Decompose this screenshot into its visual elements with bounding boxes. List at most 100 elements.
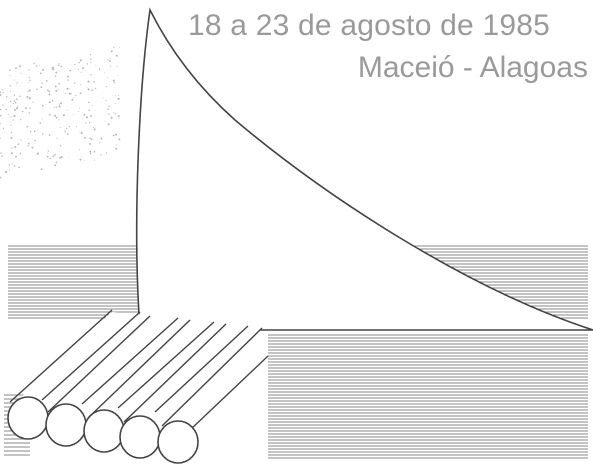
speckle [51,68,54,71]
speckle [47,152,49,154]
speckle [54,114,57,117]
speckle [34,139,36,142]
speckle [113,112,115,114]
speckle [115,54,118,57]
speckle [86,87,88,89]
speckle [106,86,108,88]
speckle [89,137,91,139]
speckle [35,65,38,67]
speckle [109,65,112,67]
speckle [48,134,51,136]
speckle [46,89,49,92]
speckle [81,130,83,132]
speckle [91,105,93,107]
speckle [2,104,4,106]
speckle [20,139,22,141]
speckle [87,88,90,91]
speckle [0,93,2,96]
speckle [26,97,29,99]
speckle [19,65,22,68]
speckle [54,153,56,155]
speckle [119,47,121,49]
speckle [65,127,68,130]
speckle [2,127,5,129]
speckle [55,116,58,119]
speckle [9,100,12,103]
speckle [53,164,57,167]
speckle [67,87,69,89]
speckle [99,68,101,70]
speckle [78,107,80,109]
speckle [55,89,58,92]
speckle [86,63,89,65]
speckle [33,62,35,64]
speckle [57,65,59,67]
speckle [60,65,63,68]
speckle [36,152,39,155]
speckle [0,91,2,94]
speckle [79,59,82,62]
speckle [110,50,113,53]
speckle [48,93,51,96]
speckle [9,169,11,171]
speckle [115,144,117,146]
speckle [75,126,77,128]
speckle [41,105,44,107]
speckle [80,132,83,135]
speckle [15,98,18,101]
speckle [109,60,111,62]
speckle [55,161,58,164]
speckle [6,96,8,98]
speckle [10,124,12,126]
speckle [94,87,97,90]
speckle [39,122,42,124]
speckle [11,147,13,149]
speckle [13,100,16,103]
speckle [28,97,32,100]
speckle [1,89,3,91]
speckle [100,137,103,140]
speckle [28,69,30,71]
speckle [88,121,91,124]
speckle [36,129,38,131]
speckle [28,76,31,79]
speckle [0,137,1,139]
speckle [13,102,14,104]
speckle [59,145,62,147]
speckle [41,118,43,120]
speckle [107,108,109,111]
speckle [54,85,57,88]
speckle [107,59,109,61]
speckle [85,122,87,124]
speckle [80,155,82,157]
speckle [113,82,116,84]
speckle [28,112,31,114]
speckle [90,138,93,141]
speckle [114,133,117,136]
speckle [118,138,121,141]
speckle [58,63,60,65]
speckle [58,82,60,85]
speckle [93,80,96,83]
speckle [32,101,34,103]
speckle [69,69,72,72]
speckle [28,89,31,92]
speckle [68,92,71,95]
speckle [92,89,94,91]
speckle [34,130,36,132]
speckle [83,113,86,116]
speckle [15,67,17,70]
speckle [73,82,76,84]
speckle [48,90,51,93]
speckle [81,118,83,120]
speckle [58,119,60,121]
speckle [64,130,66,133]
speckle [105,152,108,154]
speckle [93,150,96,153]
speckle [59,103,61,105]
speckle [54,75,57,77]
speckle [13,94,16,96]
speckle [26,107,28,108]
